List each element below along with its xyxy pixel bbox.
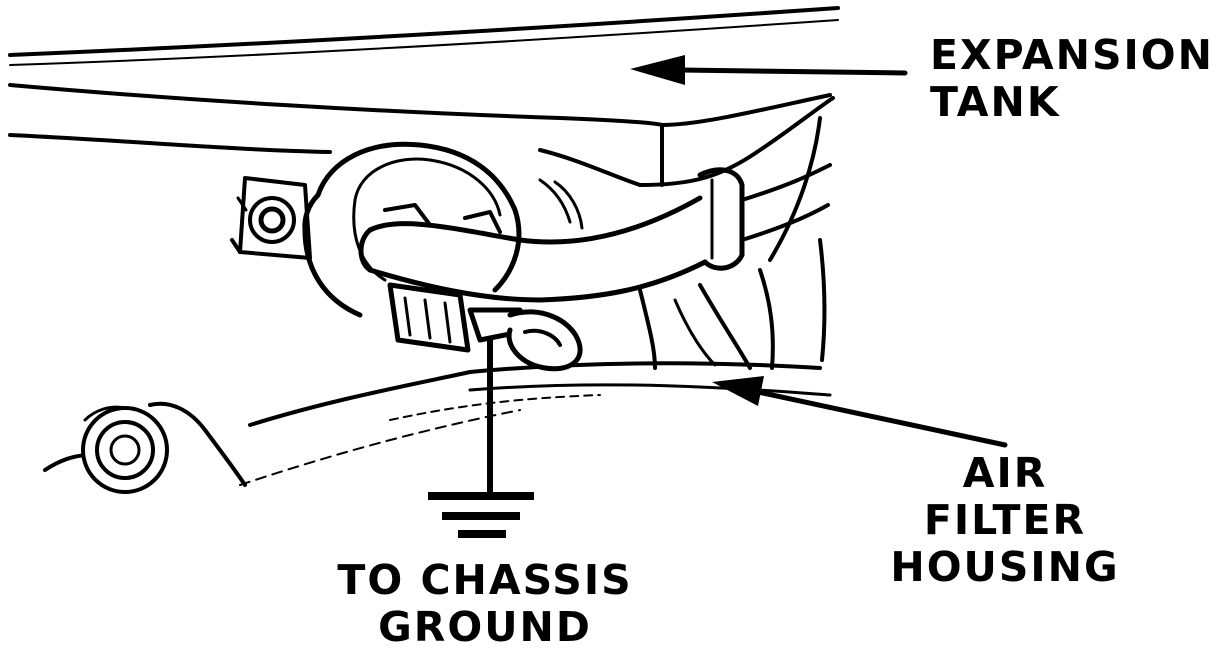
label-chassis-ground-line2: GROUND bbox=[378, 603, 592, 651]
label-expansion-tank-line2: TANK bbox=[930, 78, 1061, 126]
label-air-filter-housing-line1: AIR bbox=[962, 449, 1048, 497]
air-filter-housing-drawing bbox=[240, 240, 830, 485]
air-filter-housing-arrow bbox=[712, 376, 1005, 445]
ground-symbol bbox=[432, 340, 530, 534]
label-chassis-ground-line1: TO CHASSIS bbox=[337, 556, 633, 604]
label-expansion-tank-line1: EXPANSION bbox=[930, 31, 1214, 79]
expansion-tank-arrow bbox=[630, 55, 905, 85]
expansion-tank-drawing bbox=[10, 8, 838, 260]
lower-left-component-drawing bbox=[45, 404, 245, 492]
mounting-bracket-drawing bbox=[232, 178, 310, 258]
main-hose-drawing bbox=[361, 165, 830, 300]
label-air-filter-housing-line3: HOUSING bbox=[890, 543, 1120, 591]
hose-loop-drawing bbox=[305, 144, 582, 315]
label-expansion-tank: EXPANSION TANK bbox=[930, 32, 1214, 126]
label-air-filter-housing: AIR FILTER HOUSING bbox=[890, 450, 1120, 591]
connector-terminal-drawing bbox=[390, 285, 580, 369]
label-air-filter-housing-line2: FILTER bbox=[923, 496, 1087, 544]
label-chassis-ground: TO CHASSIS GROUND bbox=[330, 557, 640, 651]
